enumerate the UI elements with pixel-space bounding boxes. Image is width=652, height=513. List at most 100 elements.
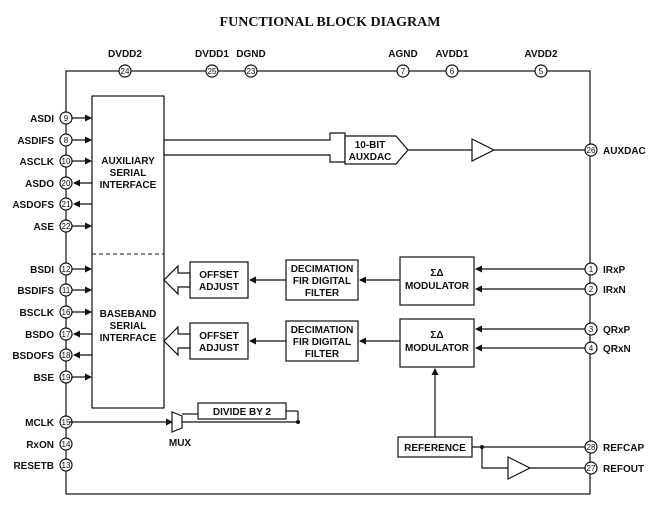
pin-number-irxn: 2 xyxy=(589,285,594,294)
baseband-serial-line-2: SERIAL xyxy=(110,321,147,332)
decimation-i-block xyxy=(285,259,359,301)
pin-number-mclk: 15 xyxy=(62,418,71,427)
pin-number-dgnd: 23 xyxy=(247,67,256,76)
pin-circle-bsdofs xyxy=(59,348,73,362)
divide-by-2-label: DIVIDE BY 2 xyxy=(213,407,272,418)
pin-circle-dvdd2 xyxy=(118,64,132,78)
pin-number-ase: 22 xyxy=(62,222,71,231)
decimation-q-line-1: DECIMATION xyxy=(291,325,354,336)
pin-number-bsdi: 12 xyxy=(62,265,71,274)
pin-number-refcap: 28 xyxy=(587,443,596,452)
pin-label-rxon: RxON xyxy=(26,440,54,451)
pin-label-asdo: ASDO xyxy=(25,179,54,190)
pin-label-asclk: ASCLK xyxy=(20,157,55,168)
pin-circle-rxon xyxy=(59,437,73,451)
pin-label-irxn: IRxN xyxy=(603,285,626,296)
pin-circle-asdofs xyxy=(59,197,73,211)
pin-label-asdi: ASDI xyxy=(30,114,54,125)
pin-number-asdifs: 8 xyxy=(64,136,69,145)
pin-number-bsdifs: 11 xyxy=(62,286,71,295)
modulator-q-line-2: MODULATOR xyxy=(405,343,470,354)
offset-i-line-2: ADJUST xyxy=(199,282,239,293)
pin-number-rxon: 14 xyxy=(62,440,71,449)
baseband-serial-line-1: BASEBAND xyxy=(100,309,157,320)
pin-label-avdd2: AVDD2 xyxy=(524,49,558,60)
pin-label-dvdd1: DVDD1 xyxy=(195,49,229,60)
pin-number-resetb: 13 xyxy=(62,461,71,470)
decimation-i-line-3: FILTER xyxy=(305,288,340,299)
pin-label-asdifs: ASDIFS xyxy=(17,136,54,147)
pin-circle-agnd xyxy=(396,64,410,78)
pin-number-qrxn: 4 xyxy=(589,344,594,353)
pin-label-bsdo: BSDO xyxy=(25,330,54,341)
pin-label-avdd1: AVDD1 xyxy=(435,49,469,60)
decimation-i-line-1: DECIMATION xyxy=(291,264,354,275)
offset-q-line-1: OFFSET xyxy=(199,331,238,342)
pin-label-mclk: MCLK xyxy=(25,418,55,429)
offset-i-to-interface-arrow xyxy=(163,264,191,296)
pin-circle-resetb xyxy=(59,458,73,472)
decimation-q-line-3: FILTER xyxy=(305,349,340,360)
refout-feed-wire xyxy=(481,447,508,469)
auxdac-block xyxy=(344,135,409,165)
aux-serial-line-3: INTERFACE xyxy=(100,180,157,191)
auxdac-line-2: AUXDAC xyxy=(349,152,392,163)
pin-label-auxdac: AUXDAC xyxy=(603,146,646,157)
pin-label-bsdifs: BSDIFS xyxy=(17,286,54,297)
pin-label-resetb: RESETB xyxy=(13,461,54,472)
pin-number-bsdo: 17 xyxy=(62,330,71,339)
modulator-q-line-1: ΣΔ xyxy=(430,330,443,341)
modulator-i-block xyxy=(399,256,475,306)
modulator-i-line-1: ΣΔ xyxy=(430,268,443,279)
pin-label-bsclk: BSCLK xyxy=(20,308,55,319)
pin-label-bsdi: BSDI xyxy=(30,265,54,276)
modulator-i-line-2: MODULATOR xyxy=(405,281,470,292)
pin-number-avdd2: 5 xyxy=(539,67,544,76)
pin-number-asdofs: 21 xyxy=(62,200,71,209)
pin-circle-avdd1 xyxy=(445,64,459,78)
serial-interface-block xyxy=(91,95,165,409)
pin-number-bsdofs: 18 xyxy=(62,351,71,360)
pin-number-agnd: 7 xyxy=(401,67,406,76)
pin-label-qrxn: QRxN xyxy=(603,344,631,355)
pin-label-dvdd2: DVDD2 xyxy=(108,49,142,60)
pin-label-bse: BSE xyxy=(33,373,54,384)
pin-number-refout: 27 xyxy=(587,464,596,473)
pin-label-ase: ASE xyxy=(33,222,54,233)
mux-label: MUX xyxy=(169,438,192,449)
pin-circle-asdo xyxy=(59,176,73,190)
diagram-title: FUNCTIONAL BLOCK DIAGRAM xyxy=(220,15,441,30)
offset-adjust-i-block xyxy=(189,261,249,299)
divider-junction xyxy=(296,420,300,424)
decimation-i-line-2: FIR DIGITAL xyxy=(293,276,351,287)
pin-label-qrxp: QRxP xyxy=(603,325,631,336)
decimation-q-block xyxy=(285,320,359,362)
pin-label-asdofs: ASDOFS xyxy=(12,200,54,211)
reference-label: REFERENCE xyxy=(404,443,466,454)
pin-label-dgnd: DGND xyxy=(236,49,265,60)
offset-i-line-1: OFFSET xyxy=(199,270,238,281)
pin-number-asdi: 9 xyxy=(64,114,69,123)
mux-shape xyxy=(171,411,183,433)
pin-number-bse: 19 xyxy=(62,373,71,382)
offset-q-line-2: ADJUST xyxy=(199,343,239,354)
pin-circle-bsdo xyxy=(59,327,73,341)
baseband-serial-line-3: INTERFACE xyxy=(100,333,157,344)
refout-buffer-triangle xyxy=(507,456,532,480)
pin-number-dvdd1: 25 xyxy=(208,67,217,76)
offset-q-to-interface-arrow xyxy=(163,325,191,357)
pin-label-agnd: AGND xyxy=(388,49,417,60)
decimation-q-line-2: FIR DIGITAL xyxy=(293,337,351,348)
pin-label-bsdofs: BSDOFS xyxy=(12,351,54,362)
pin-circle-avdd2 xyxy=(534,64,548,78)
pin-number-bsclk: 16 xyxy=(62,308,71,317)
pin-number-asclk: 10 xyxy=(62,157,71,166)
pin-number-auxdac: 26 xyxy=(587,146,596,155)
aux-serial-line-1: AUXILIARY xyxy=(101,156,155,167)
pin-circle-dvdd1 xyxy=(205,64,219,78)
pin-number-asdo: 20 xyxy=(62,179,71,188)
